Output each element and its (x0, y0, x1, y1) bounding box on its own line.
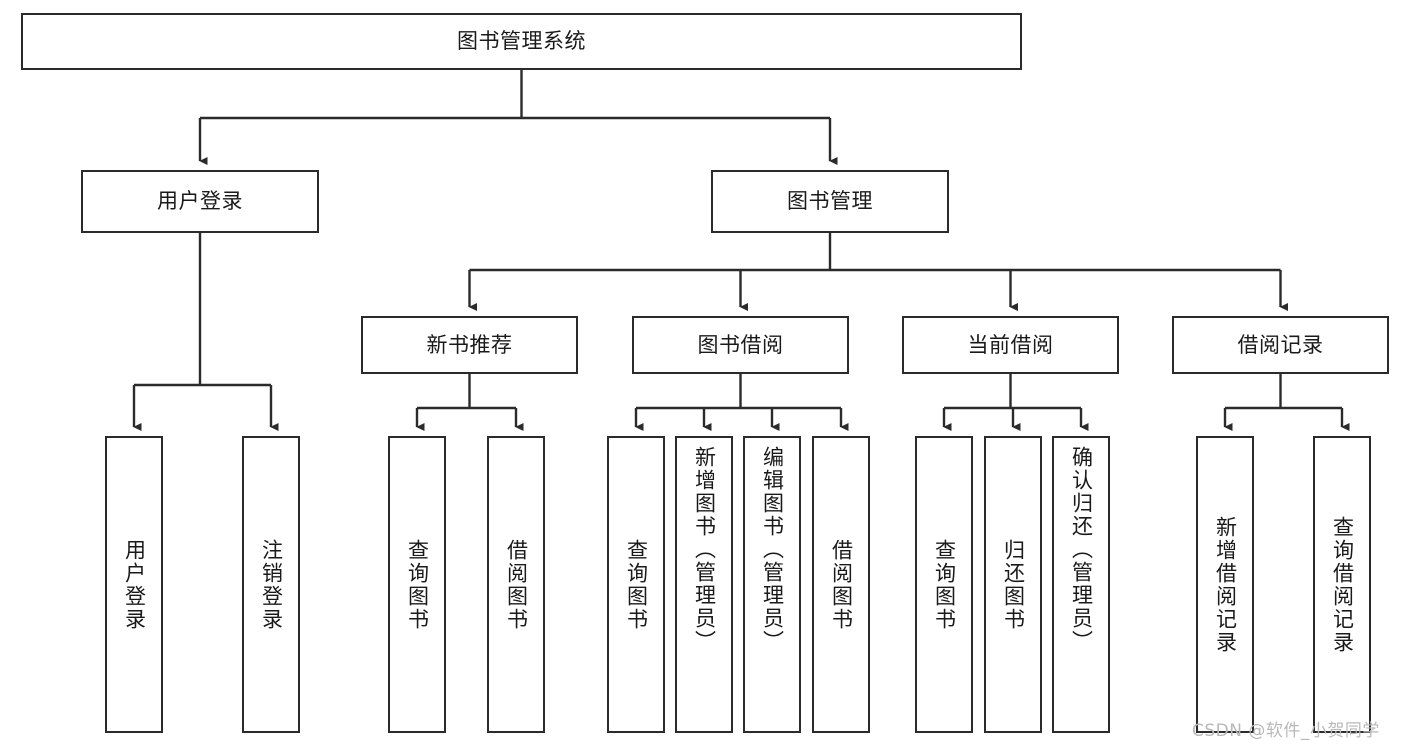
node-leaf-edit-book[interactable]: 编辑图书（管理员） (743, 436, 801, 733)
node-label: 借阅记录 (1237, 332, 1324, 357)
node-leaf-add-record[interactable]: 新增借阅记录 (1196, 436, 1254, 733)
node-leaf-query-book-2[interactable]: 查询图书 (607, 436, 665, 733)
node-label: 用户登录 (122, 538, 147, 631)
node-label: 查询图书 (932, 538, 957, 631)
node-label: 新增借阅记录 (1213, 515, 1238, 654)
node-leaf-confirm-return[interactable]: 确认归还（管理员） (1052, 436, 1110, 733)
node-book-manage[interactable]: 图书管理 (711, 170, 949, 233)
node-label: 当前借阅 (967, 332, 1054, 357)
node-book-borrow[interactable]: 图书借阅 (632, 316, 849, 374)
node-new-book-rec[interactable]: 新书推荐 (361, 316, 578, 374)
node-leaf-query-record[interactable]: 查询借阅记录 (1313, 436, 1371, 733)
node-leaf-return-book[interactable]: 归还图书 (984, 436, 1042, 733)
node-label: 借阅图书 (504, 538, 529, 631)
node-label: 注销登录 (259, 538, 284, 631)
node-leaf-user-login[interactable]: 用户登录 (105, 436, 163, 733)
node-root[interactable]: 图书管理系统 (21, 13, 1022, 70)
node-leaf-query-book-3[interactable]: 查询图书 (915, 436, 973, 733)
node-leaf-user-logout[interactable]: 注销登录 (242, 436, 300, 733)
node-label: 归还图书 (1001, 538, 1026, 631)
node-label: 用户登录 (157, 189, 243, 214)
node-label: 查询借阅记录 (1330, 515, 1355, 654)
node-current-borrow[interactable]: 当前借阅 (902, 316, 1119, 374)
node-leaf-add-book[interactable]: 新增图书（管理员） (675, 436, 733, 733)
node-leaf-borrow-book-1[interactable]: 借阅图书 (487, 436, 545, 733)
node-label: 确认归还（管理员） (1069, 446, 1094, 653)
node-leaf-borrow-book-2[interactable]: 借阅图书 (812, 436, 870, 733)
node-leaf-query-book-1[interactable]: 查询图书 (388, 436, 446, 733)
node-borrow-record[interactable]: 借阅记录 (1172, 316, 1389, 374)
node-label: 图书借阅 (697, 332, 784, 357)
node-user-login[interactable]: 用户登录 (81, 170, 319, 233)
node-label: 借阅图书 (829, 538, 854, 631)
node-label: 图书管理 (787, 189, 873, 214)
node-label: 查询图书 (405, 538, 430, 631)
node-label: 查询图书 (624, 538, 649, 631)
node-label: 图书管理系统 (457, 29, 586, 54)
node-label: 新书推荐 (426, 332, 513, 357)
node-label: 新增图书（管理员） (692, 446, 717, 653)
node-label: 编辑图书（管理员） (760, 446, 785, 653)
csdn-watermark: CSDN @软件_小贺同学 (1192, 721, 1380, 741)
